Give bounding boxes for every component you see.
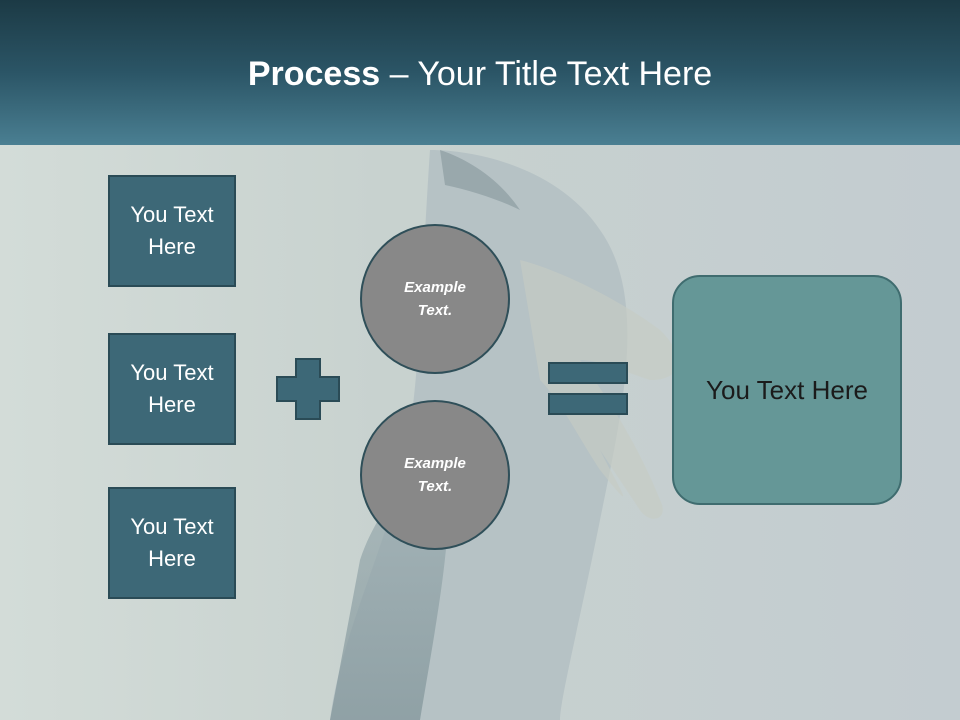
example-circle-2[interactable]: Example Text. <box>360 400 510 550</box>
example-circle-1[interactable]: Example Text. <box>360 224 510 374</box>
input-box-label: You Text Here <box>130 202 214 259</box>
page-title[interactable]: Process – Your Title Text Here <box>0 50 960 98</box>
circle-label: Example Text. <box>404 455 466 495</box>
result-box[interactable]: You Text Here <box>672 275 902 505</box>
title-rest: – Your Title Text Here <box>380 55 713 93</box>
input-box-2[interactable]: You Text Here <box>108 333 236 445</box>
title-bar: Process – Your Title Text Here <box>0 0 960 145</box>
plus-icon <box>276 358 340 420</box>
input-box-1[interactable]: You Text Here <box>108 175 236 287</box>
input-box-label: You Text Here <box>130 514 214 571</box>
input-box-label: You Text Here <box>130 360 214 417</box>
result-label: You Text Here <box>706 375 868 405</box>
circle-label: Example Text. <box>404 279 466 319</box>
equals-icon <box>548 362 628 415</box>
title-bold: Process <box>247 55 381 93</box>
input-box-3[interactable]: You Text Here <box>108 487 236 599</box>
